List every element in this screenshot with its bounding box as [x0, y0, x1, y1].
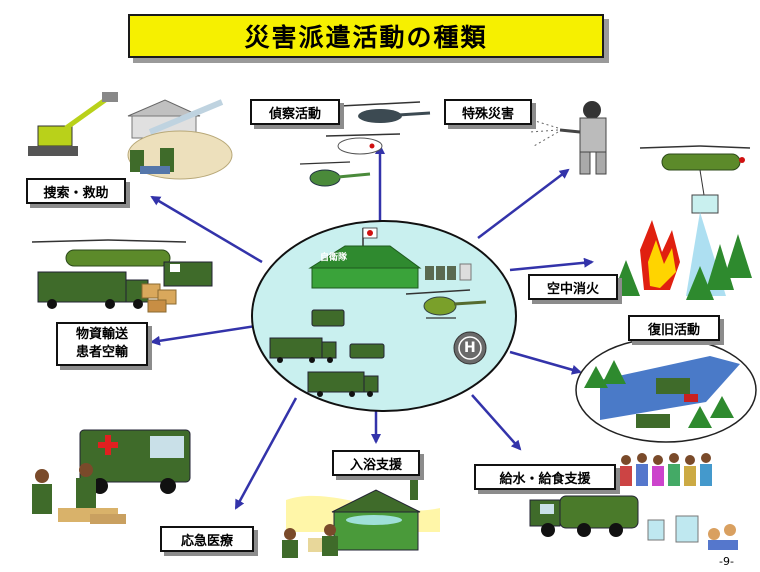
arrow-water-food — [471, 394, 522, 451]
label-supply-transport-line1: 物資輸送 — [75, 327, 128, 342]
label-special-disaster-text: 特殊災害 — [461, 106, 514, 122]
chinook-helicopter-icon — [639, 145, 751, 214]
label-special-disaster: 特殊災害 — [444, 99, 532, 125]
label-restoration-text: 復旧活動 — [647, 322, 700, 338]
title-banner: 災害派遣活動の種類 — [128, 14, 604, 58]
label-aerial-firefighting: 空中消火 — [528, 274, 618, 300]
label-supply-transport-line2: 患者空輸 — [75, 345, 128, 360]
label-supply-transport: 物資輸送 患者空輸 — [56, 322, 148, 366]
base-building-icon — [308, 227, 422, 289]
bathing-support-scene-icon — [282, 476, 440, 558]
label-reconnaissance-text: 偵察活動 — [268, 106, 321, 122]
label-search-rescue: 捜索・救助 — [26, 178, 126, 204]
supply-transport-scene-icon — [31, 239, 213, 313]
heliport-icon — [453, 331, 487, 365]
label-reconnaissance: 偵察活動 — [250, 99, 340, 125]
restoration-scene-icon — [575, 337, 757, 443]
arrow-special-disaster — [477, 168, 570, 239]
label-search-rescue-text: 捜索・救助 — [43, 185, 109, 201]
arrows — [150, 144, 594, 510]
label-emergency-medical: 応急医療 — [160, 526, 254, 552]
label-restoration: 復旧活動 — [628, 315, 720, 341]
page-number: -9- — [719, 555, 734, 568]
arrow-aerial-firefighting — [509, 257, 594, 272]
reconnaissance-helicopters-icon — [299, 101, 431, 187]
arrow-search-rescue — [150, 195, 263, 264]
forest-fire-scene-icon — [612, 212, 752, 300]
arrow-medical — [234, 397, 298, 510]
label-water-food-support-text: 給水・給食支援 — [499, 471, 591, 487]
search-rescue-scene-icon — [28, 92, 233, 180]
label-bathing-support-text: 入浴支援 — [349, 457, 402, 473]
page-title: 災害派遣活動の種類 — [244, 23, 488, 52]
arrow-restoration — [509, 350, 582, 375]
label-aerial-firefighting-text: 空中消火 — [546, 281, 599, 297]
emergency-medical-scene-icon — [32, 429, 191, 524]
label-water-food-support: 給水・給食支援 — [474, 464, 616, 490]
label-emergency-medical-text: 応急医療 — [180, 533, 233, 549]
arrow-supply — [150, 324, 257, 346]
base-building-label: 自衛隊 — [320, 253, 348, 263]
heliport-symbol: H — [464, 340, 476, 356]
center-vehicles-icon — [269, 309, 385, 393]
supply-drums-icon — [425, 263, 472, 281]
water-food-support-scene-icon — [529, 453, 738, 550]
center-helicopter-icon — [405, 289, 487, 319]
label-bathing-support: 入浴支援 — [332, 450, 420, 476]
special-disaster-worker-icon — [529, 101, 607, 175]
